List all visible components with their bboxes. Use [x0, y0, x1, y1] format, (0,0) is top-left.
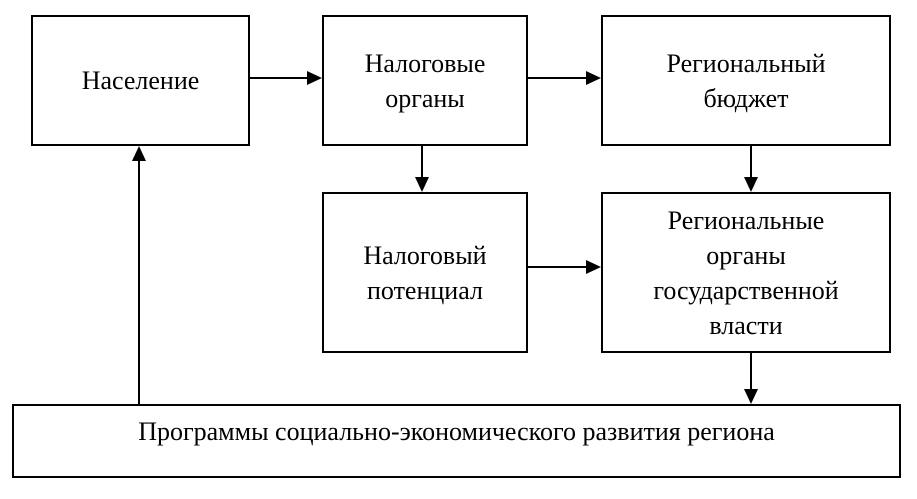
arrow-regional-budget-to-government-bodies [744, 146, 758, 192]
arrow-tax-authorities-to-tax-potential [415, 146, 429, 192]
node-tax-authorities: Налоговые органы [322, 15, 528, 146]
node-regional-budget-label: Региональный бюджет [666, 48, 826, 113]
node-population: Население [31, 15, 250, 146]
node-population-label: Население [81, 66, 200, 95]
node-government-bodies: Региональные органы государственной влас… [601, 192, 891, 353]
node-regional-budget: Региональный бюджет [601, 15, 891, 146]
arrow-population-to-tax-authorities [250, 71, 322, 85]
node-development-programs: Программы социально-экономического разви… [12, 404, 901, 478]
arrow-programs-to-population [132, 146, 146, 404]
node-tax-authorities-label: Налоговые органы [364, 48, 486, 113]
node-tax-potential: Налоговый потенциал [322, 192, 528, 353]
node-government-bodies-label: Региональные органы государственной влас… [653, 205, 839, 340]
node-tax-potential-label: Налоговый потенциал [363, 240, 487, 305]
arrow-government-bodies-to-programs [744, 353, 758, 404]
arrow-tax-authorities-to-regional-budget [527, 71, 601, 85]
arrow-tax-potential-to-government-bodies [528, 260, 601, 274]
node-development-programs-label: Программы социально-экономического разви… [138, 416, 775, 446]
